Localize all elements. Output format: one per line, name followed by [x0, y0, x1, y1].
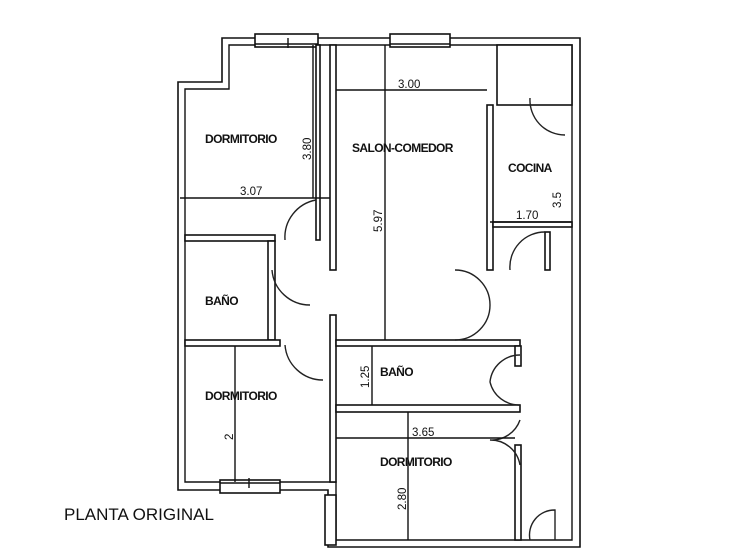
windows	[219, 33, 451, 494]
dimension-label: 1.70	[516, 210, 538, 222]
dimension-label: 2	[224, 434, 236, 440]
dimension-label: 3.5	[552, 192, 564, 208]
room-label-bano: BAÑO	[205, 293, 238, 308]
dimension-label: 5.97	[373, 210, 385, 232]
room-label-bano: BAÑO	[380, 364, 413, 379]
room-label-dormitorio: DORMITORIO	[205, 389, 277, 403]
room-label-cocina: COCINA	[508, 161, 553, 175]
room-label-dormitorio: DORMITORIO	[205, 132, 277, 146]
dimension-label: 1.25	[360, 366, 372, 388]
dimension-label: 2.80	[397, 488, 409, 510]
doors	[271, 97, 566, 541]
room-label-salon-comedor: SALON-COMEDOR	[352, 141, 454, 155]
dimension-label: 3.00	[398, 79, 420, 91]
dimension-lines	[180, 45, 572, 540]
dimension-label: 3.80	[302, 138, 314, 160]
plan-caption: PLANTA ORIGINAL	[64, 505, 214, 524]
interior-walls	[184, 44, 573, 546]
room-label-dormitorio: DORMITORIO	[380, 455, 452, 469]
dimension-label: 3.07	[240, 186, 262, 198]
dimension-label: 3.65	[412, 427, 434, 439]
